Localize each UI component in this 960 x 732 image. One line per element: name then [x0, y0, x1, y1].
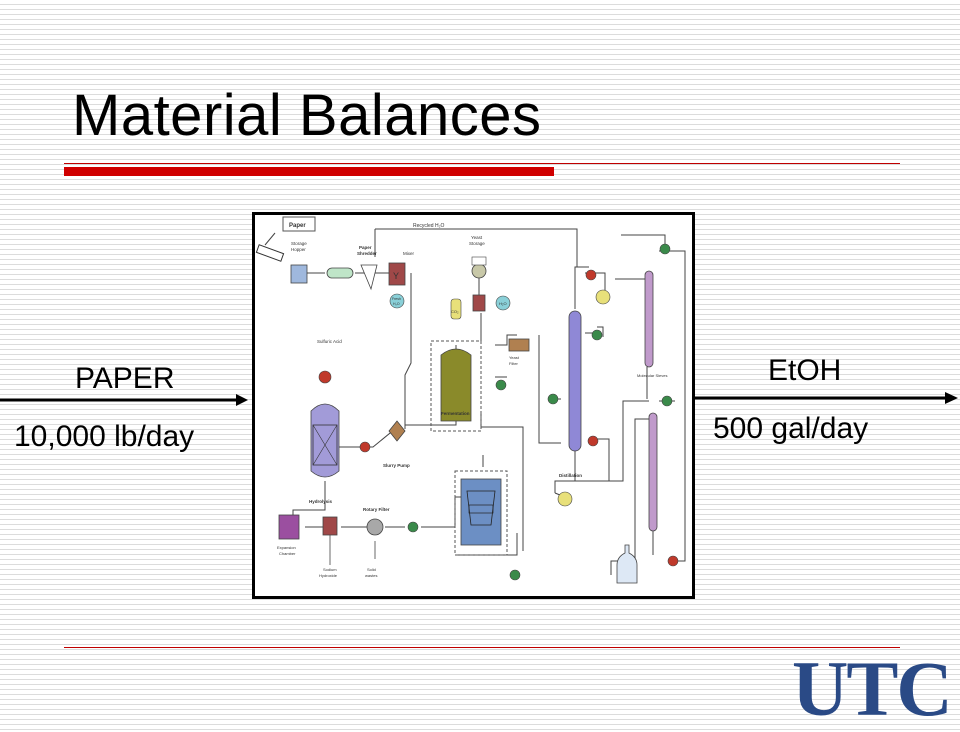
fermenter — [440, 348, 472, 422]
hydrolysis-vessel — [310, 403, 340, 478]
sieve-pump-mid — [661, 395, 673, 407]
svg-text:Hydrolysis: Hydrolysis — [309, 499, 333, 504]
yeast-filter — [508, 338, 530, 352]
svg-text:Yeast: Yeast — [509, 355, 520, 360]
input-label: PAPER — [75, 362, 175, 395]
co2-vessel — [450, 298, 462, 320]
svg-text:Hydroxide: Hydroxide — [319, 573, 338, 578]
svg-text:Molecular Sieves: Molecular Sieves — [637, 373, 667, 378]
slide-title: Material Balances — [72, 83, 542, 148]
reboiler — [557, 491, 573, 507]
fresh-water-tank — [389, 293, 405, 309]
product-valve — [667, 555, 679, 567]
output-rate: 500 gal/day — [713, 412, 869, 445]
svg-text:Filter: Filter — [509, 361, 519, 366]
output-label: EtOH — [768, 354, 842, 387]
svg-text:CO₂: CO₂ — [451, 309, 459, 314]
water-tank — [495, 295, 511, 311]
molecular-sieve-1 — [644, 270, 654, 368]
distillation-column — [568, 310, 582, 452]
svg-text:Storage: Storage — [469, 241, 485, 246]
reboiler-valve — [587, 435, 599, 447]
distillation-valve-top — [585, 269, 597, 281]
filtrate-pump — [407, 521, 419, 533]
yeast-storage-tank — [471, 263, 487, 279]
svg-text:Paper: Paper — [359, 245, 372, 250]
svg-text:Paper: Paper — [289, 223, 306, 229]
sieve-pump-top — [659, 243, 671, 255]
output-arrow — [690, 392, 958, 404]
svg-text:Hopper: Hopper — [291, 247, 306, 252]
rotary-filter — [366, 518, 384, 536]
footer-rule — [64, 647, 900, 648]
svg-text:Slurry Pump: Slurry Pump — [383, 463, 410, 468]
slurry-pump — [359, 441, 371, 453]
condenser — [595, 289, 611, 305]
paper-source-box — [282, 216, 316, 232]
process-flow-diagram: Paper Storage Hopper Paper Shredder Y Mi… — [252, 212, 695, 599]
yeast-mixer — [472, 294, 486, 312]
input-rate: 10,000 lb/day — [14, 420, 195, 453]
process-flow-svg: Paper Storage Hopper Paper Shredder Y Mi… — [255, 216, 686, 584]
title-rule-thick — [64, 167, 554, 176]
svg-text:wastes: wastes — [365, 573, 377, 578]
svg-text:Solid: Solid — [367, 567, 376, 572]
paper-shredder — [360, 264, 378, 291]
neutralization-mixer — [322, 516, 338, 536]
svg-text:H₂O: H₂O — [499, 301, 507, 306]
svg-text:Rotary Filter: Rotary Filter — [363, 507, 390, 512]
feed-cylinder — [326, 267, 354, 279]
separator-zone — [454, 470, 508, 556]
mixer — [388, 262, 406, 286]
molecular-sieve-2 — [648, 412, 658, 532]
svg-text:Storage: Storage — [291, 241, 307, 246]
svg-text:Expansion: Expansion — [277, 545, 296, 550]
svg-text:Mixer: Mixer — [403, 251, 415, 256]
title-rule-thin — [64, 163, 900, 164]
svg-text:Yeast: Yeast — [471, 235, 483, 240]
ethanol-product-tank — [616, 544, 638, 584]
svg-text:Y: Y — [393, 271, 399, 281]
input-arrow — [0, 394, 248, 406]
separator-unit — [460, 478, 502, 546]
feed-pump — [547, 393, 559, 405]
storage-hopper — [290, 264, 308, 284]
utc-logo: UTC — [792, 645, 953, 732]
svg-text:Distillation: Distillation — [559, 473, 582, 478]
fermenter-pump — [495, 379, 507, 391]
svg-text:Shredder: Shredder — [357, 251, 377, 256]
svg-text:Fresh: Fresh — [392, 297, 401, 301]
svg-text:Sulfuric Acid: Sulfuric Acid — [317, 339, 342, 344]
svg-text:H₂O: H₂O — [393, 302, 400, 306]
svg-text:Recycled H₂O: Recycled H₂O — [413, 223, 445, 229]
acid-valve — [318, 370, 332, 384]
separator-pump — [509, 569, 521, 581]
expansion-chamber — [278, 514, 300, 540]
svg-text:Sodium: Sodium — [323, 567, 337, 572]
svg-text:Fermentation: Fermentation — [441, 411, 470, 416]
conveyor — [255, 244, 285, 262]
fermentation-zone — [430, 340, 482, 432]
svg-text:Chamber: Chamber — [279, 551, 296, 556]
slurry-heat-exchanger — [388, 420, 406, 442]
reflux-pump — [591, 329, 603, 341]
